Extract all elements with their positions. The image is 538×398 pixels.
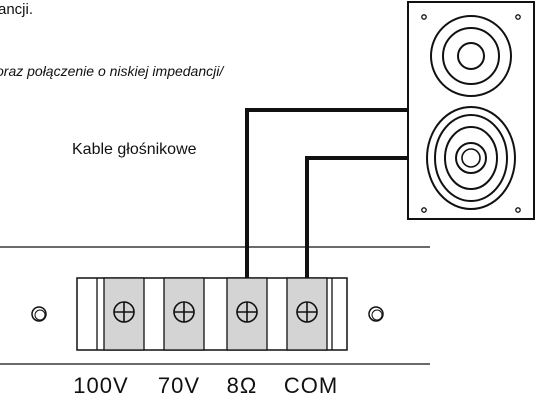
screw-terminal-icon	[236, 301, 258, 323]
screw-terminal-icon	[173, 301, 195, 323]
terminal-100v	[103, 277, 145, 351]
tweeter-icon	[430, 15, 512, 97]
terminal-70v	[163, 277, 205, 351]
cable-8ohm	[245, 108, 408, 292]
screw-terminal-icon	[296, 301, 318, 323]
amplifier-panel: 100V 70V 8Ω COM	[0, 246, 430, 398]
top-text-fragment: ancji.	[0, 1, 33, 18]
cable-label: Kable głośnikowe	[72, 141, 197, 158]
terminal-label-70v: 70V	[158, 373, 200, 398]
screw-icon	[515, 207, 521, 213]
speaker-outline	[407, 1, 535, 220]
mounting-hole-icon	[31, 306, 47, 322]
cable-com	[305, 156, 408, 292]
terminal-8ohm	[226, 277, 268, 351]
diagram-caption: oraz połączenie o niskiej impedancji/	[0, 63, 225, 79]
terminal-label-100v: 100V	[73, 373, 128, 398]
terminal-label-com: COM	[284, 373, 338, 398]
mounting-hole-icon	[368, 306, 384, 322]
screw-terminal-icon	[113, 301, 135, 323]
woofer-icon	[426, 106, 516, 210]
speaker-cabinet	[407, 1, 535, 220]
screw-icon	[421, 207, 427, 213]
screw-icon	[515, 14, 521, 20]
screw-icon	[421, 14, 427, 20]
terminal-block	[76, 277, 348, 351]
speaker-cables	[245, 108, 408, 292]
terminal-label-8ohm: 8Ω	[227, 373, 258, 398]
terminal-com	[286, 277, 328, 351]
